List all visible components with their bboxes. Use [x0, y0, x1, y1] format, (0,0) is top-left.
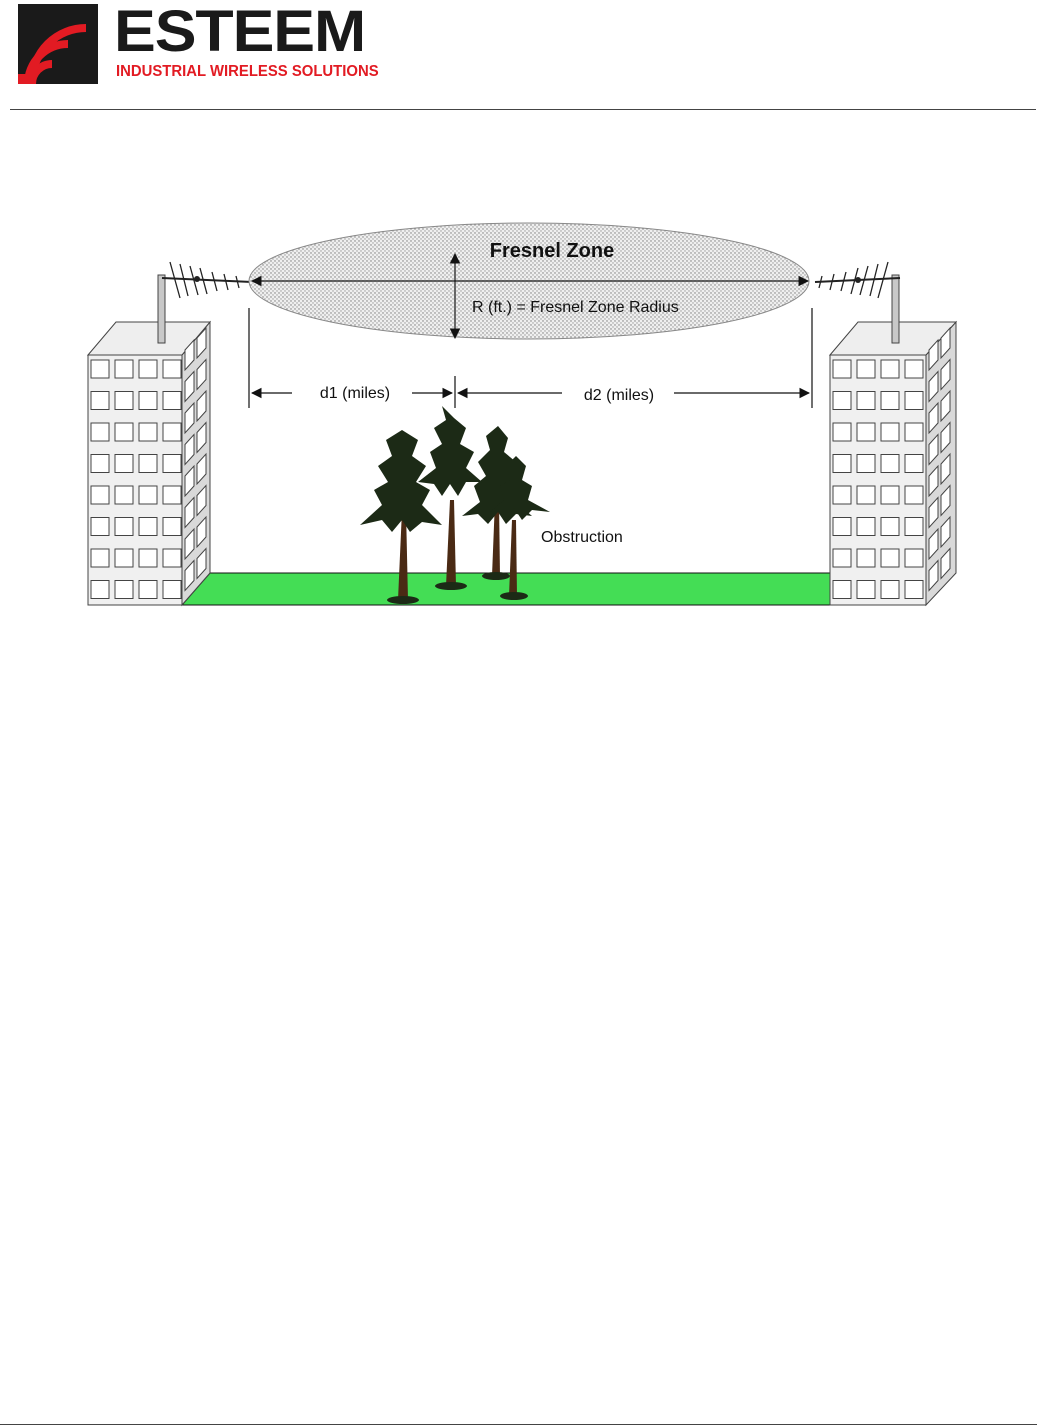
building-window [905, 392, 923, 410]
building-window [833, 455, 851, 473]
building-window [905, 455, 923, 473]
building-window [881, 423, 899, 441]
header-divider [10, 109, 1036, 110]
building-window [163, 392, 181, 410]
building-window [857, 549, 875, 567]
building-window [857, 423, 875, 441]
building-window [905, 549, 923, 567]
obstruction-label: Obstruction [541, 529, 623, 546]
building-window [91, 486, 109, 504]
building-window [833, 392, 851, 410]
building-window [833, 423, 851, 441]
building-window [881, 518, 899, 536]
building-window [163, 486, 181, 504]
building-window [139, 518, 157, 536]
building-window [833, 486, 851, 504]
building-window [91, 392, 109, 410]
tree-2 [418, 406, 482, 590]
footer-divider [0, 1424, 1037, 1425]
building-window [91, 360, 109, 378]
building-window [833, 581, 851, 599]
building-window [139, 549, 157, 567]
building-window [857, 392, 875, 410]
building-window [833, 360, 851, 378]
building-window [857, 486, 875, 504]
building-window [881, 549, 899, 567]
building-window [163, 455, 181, 473]
building-window [881, 581, 899, 599]
building-window [139, 486, 157, 504]
building-window [91, 581, 109, 599]
fresnel-zone-title: Fresnel Zone [490, 240, 614, 262]
building-window [115, 455, 133, 473]
left-building [88, 322, 210, 605]
building-window [115, 581, 133, 599]
building-window [881, 392, 899, 410]
building-window [905, 360, 923, 378]
building-window [115, 423, 133, 441]
building-window [115, 392, 133, 410]
building-window [139, 581, 157, 599]
fresnel-radius-label: R (ft.) = Fresnel Zone Radius [472, 299, 679, 316]
page-header: ESTEEM INDUSTRIAL WIRELESS SOLUTIONS [0, 0, 1037, 112]
building-window [905, 486, 923, 504]
right-building [830, 322, 956, 605]
d1-label: d1 (miles) [320, 385, 390, 402]
wireless-signal-icon [18, 4, 98, 84]
building-window [905, 581, 923, 599]
d2-label: d2 (miles) [584, 387, 654, 404]
building-window [163, 549, 181, 567]
building-window [115, 518, 133, 536]
building-window [115, 360, 133, 378]
building-window [139, 455, 157, 473]
building-window [91, 423, 109, 441]
building-window [881, 360, 899, 378]
building-window [91, 455, 109, 473]
building-window [857, 360, 875, 378]
building-window [163, 518, 181, 536]
building-window [163, 360, 181, 378]
building-window [163, 423, 181, 441]
building-window [857, 455, 875, 473]
fresnel-zone-diagram: Fresnel Zone R (ft.) = Fresnel Zone Radi… [70, 200, 990, 660]
building-window [905, 423, 923, 441]
building-window [833, 518, 851, 536]
brand-tagline: INDUSTRIAL WIRELESS SOLUTIONS [116, 62, 379, 82]
building-window [881, 455, 899, 473]
building-window [833, 549, 851, 567]
building-window [857, 581, 875, 599]
building-window [163, 581, 181, 599]
building-window [139, 392, 157, 410]
building-window [139, 360, 157, 378]
building-window [91, 549, 109, 567]
brand-name: ESTEEM [114, 0, 365, 64]
building-window [905, 518, 923, 536]
building-window [115, 549, 133, 567]
building-window [115, 486, 133, 504]
building-window [139, 423, 157, 441]
building-window [91, 518, 109, 536]
building-window [857, 518, 875, 536]
building-window [881, 486, 899, 504]
